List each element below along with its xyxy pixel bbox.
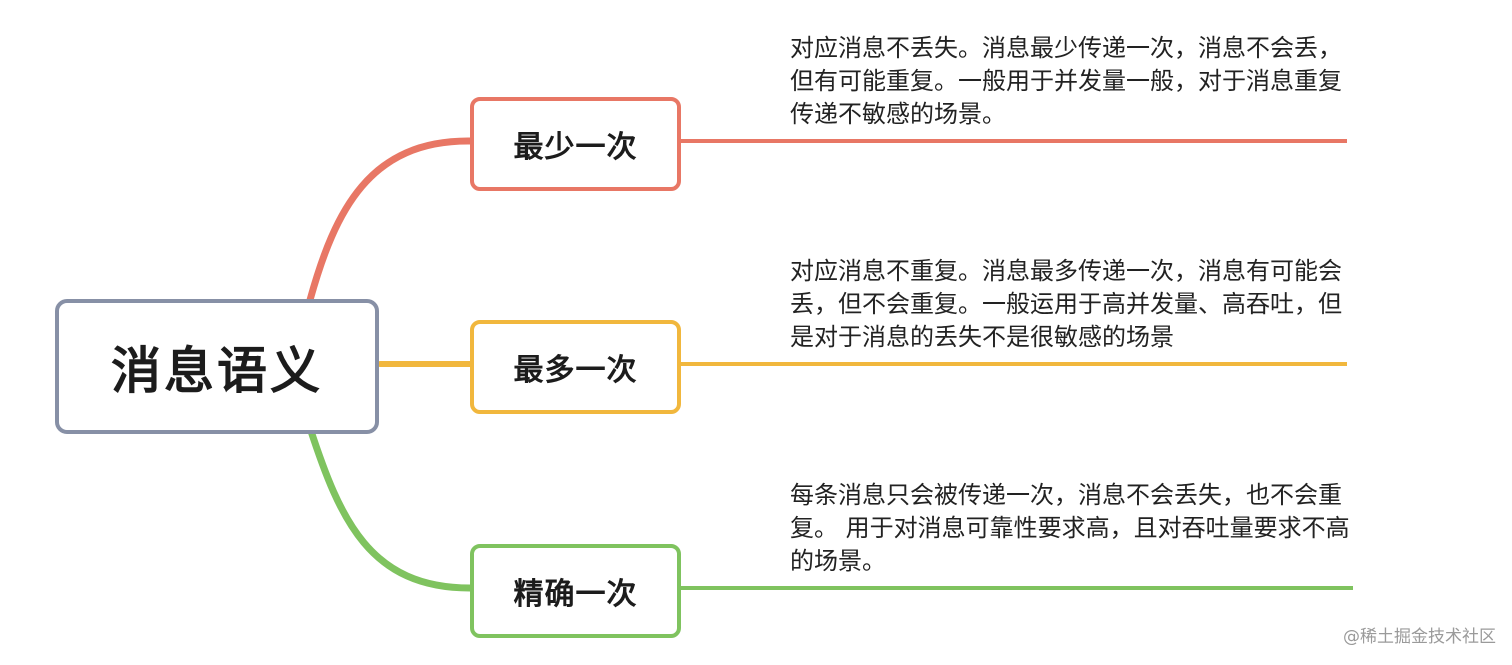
branch-label: 精确一次: [513, 577, 638, 612]
description-at-least-once: 对应消息不丢失。消息最少传递一次，消息不会丢，但有可能重复。一般用于并发量一般，…: [790, 34, 1342, 128]
branch-label: 最少一次: [513, 130, 638, 165]
description-at-most-once: 对应消息不重复。消息最多传递一次，消息有可能会丢，但不会重复。一般运用于高并发量…: [790, 257, 1342, 351]
root-label: 消息语义: [111, 341, 323, 400]
description-exactly-once: 每条消息只会被传递一次，消息不会丢失，也不会重复。 用于对消息可靠性要求高，且对…: [790, 481, 1350, 575]
connector-curve-exactly-once: [306, 424, 474, 592]
watermark: @稀土掘金技术社区: [1343, 627, 1496, 647]
branch-node-exactly-once: 精确一次: [470, 544, 681, 638]
root-node: 消息语义: [55, 299, 379, 434]
branch-node-at-least-once: 最少一次: [470, 97, 681, 191]
branch-node-at-most-once: 最多一次: [470, 320, 681, 414]
branch-label: 最多一次: [513, 353, 638, 388]
connector-curve-at-least-once: [306, 137, 474, 304]
